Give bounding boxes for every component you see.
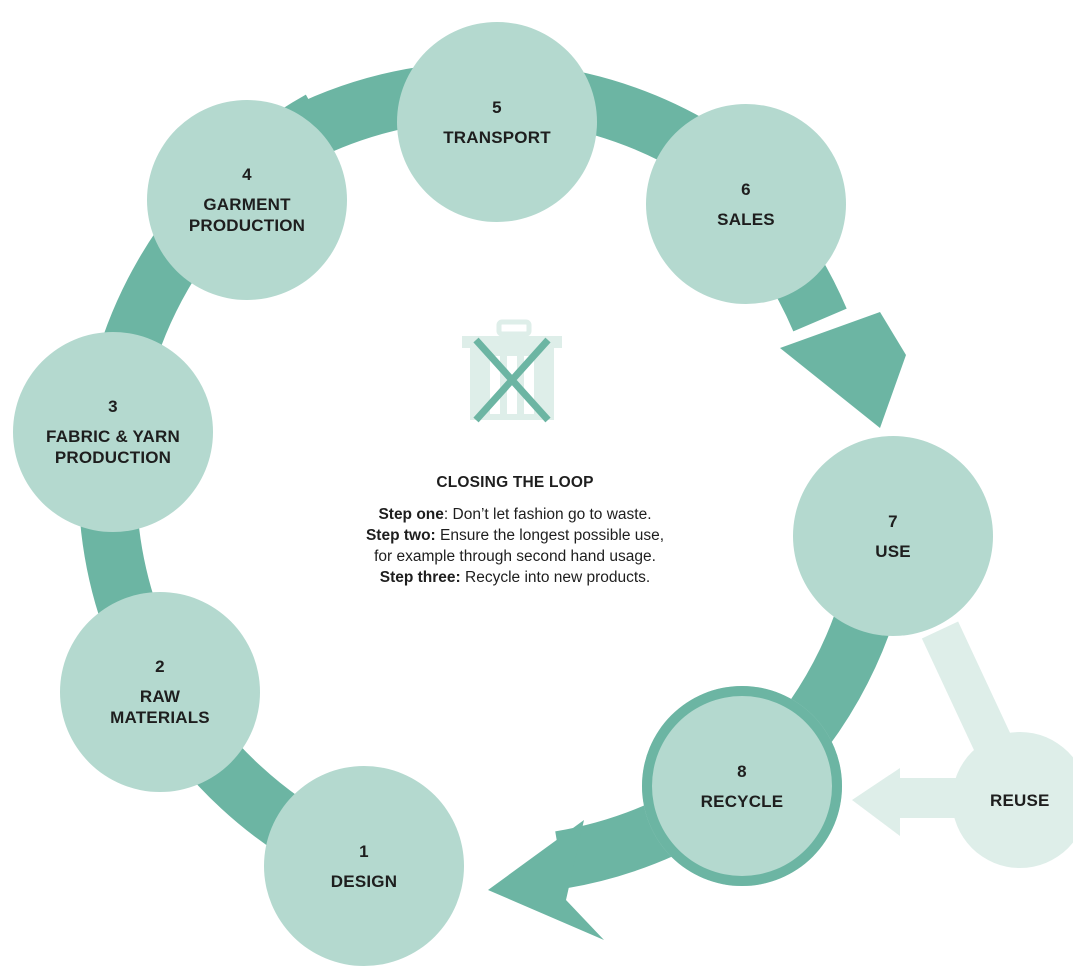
node-raw-materials-label: RAW MATERIALS: [110, 687, 210, 727]
node-transport-label: TRANSPORT: [443, 127, 551, 147]
node-garment-production: 4 GARMENT PRODUCTION: [147, 100, 347, 300]
arrow-head-to-use: [780, 312, 906, 428]
node-reuse: REUSE: [952, 732, 1073, 868]
node-transport: 5 TRANSPORT: [397, 22, 597, 222]
arrow-head-to-design: [488, 820, 604, 940]
node-fabric-yarn-number: 3: [108, 397, 118, 416]
node-garment-number: 4: [242, 165, 252, 184]
node-design: 1 DESIGN: [264, 766, 464, 966]
node-recycle: 8 RECYCLE: [642, 686, 842, 886]
node-sales-number: 6: [741, 179, 751, 199]
step-one-text: : Don’t let fashion go to waste.: [443, 506, 652, 523]
step-one-label: Step one: [378, 506, 444, 523]
step-three-label: Step three:: [379, 569, 461, 586]
center-description: CLOSING THE LOOP Step one: Don’t let fas…: [330, 472, 700, 588]
node-raw-materials-number: 2: [155, 657, 165, 676]
node-transport-number: 5: [492, 97, 502, 117]
step-three-line: Step three: Recycle into new products.: [330, 567, 700, 588]
node-raw-materials: 2 RAW MATERIALS: [60, 592, 260, 792]
step-two-line: Step two: Ensure the longest possible us…: [330, 525, 700, 546]
node-garment-label: GARMENT PRODUCTION: [188, 195, 306, 235]
step-two-label: Step two:: [365, 527, 436, 544]
node-recycle-label: RECYCLE: [700, 791, 784, 811]
node-fabric-yarn-label: FABRIC & YARN PRODUCTION: [46, 427, 180, 467]
node-sales: 6 SALES: [646, 104, 846, 304]
node-use-label: USE: [875, 541, 911, 561]
node-recycle-number: 8: [737, 761, 747, 781]
step-two-line-2: for example through second hand usage.: [374, 548, 656, 565]
node-fabric-yarn-production: 3 FABRIC & YARN PRODUCTION: [13, 332, 213, 532]
step-three-text: Recycle into new products.: [460, 569, 651, 586]
no-waste-bin-icon: [462, 319, 562, 423]
node-design-number: 1: [359, 841, 369, 861]
node-design-label: DESIGN: [330, 871, 398, 891]
step-one-line: Step one: Don’t let fashion go to waste.: [330, 504, 700, 525]
reuse-arrow-head: [852, 768, 900, 836]
step-two-text: Ensure the longest possible use,: [435, 527, 665, 544]
node-reuse-label: REUSE: [990, 790, 1050, 810]
node-use: 7 USE: [793, 436, 993, 636]
node-use-number: 7: [888, 511, 898, 531]
node-sales-label: SALES: [717, 209, 775, 229]
center-title: CLOSING THE LOOP: [436, 474, 594, 491]
